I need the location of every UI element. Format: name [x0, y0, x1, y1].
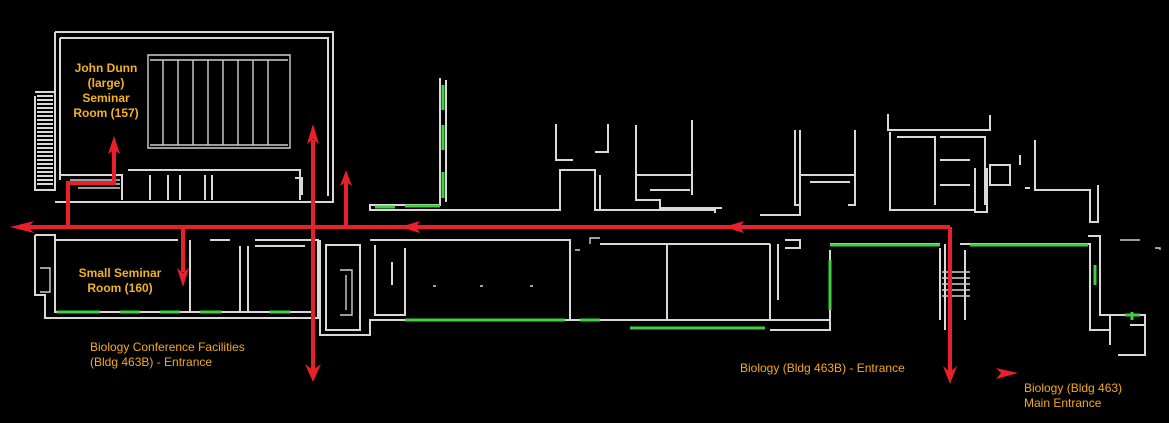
walls-upper-offices — [369, 78, 1099, 223]
label-john-dunn-room: John Dunn (large) Seminar Room (157) — [73, 61, 139, 120]
route-arrow-conference-entrance — [305, 364, 321, 382]
route-arrow-north — [307, 124, 319, 144]
route-arrow-463b-entrance — [943, 366, 957, 384]
glazing-windows — [57, 85, 1140, 330]
label-small-seminar-room: Small Seminar Room (160) — [78, 266, 162, 295]
walls-small-seminar-room — [34, 234, 319, 319]
route-arrow-east — [724, 221, 744, 233]
route-arrow-john-dunn — [108, 136, 120, 154]
walls-john-dunn-room — [34, 31, 334, 203]
route-arrow-spur — [340, 170, 352, 186]
route-arrow-small-seminar — [177, 268, 189, 287]
label-main-entrance: Biology (Bldg 463) Main Entrance — [1024, 381, 1123, 410]
label-bldg-463b-entrance: Biology (Bldg 463B) - Entrance — [740, 361, 905, 375]
route-arrow-west — [10, 221, 34, 233]
route-paths — [10, 124, 1018, 384]
route-arrow-mid — [400, 221, 420, 233]
label-conference-entrance: Biology Conference Facilities (Bldg 463B… — [90, 340, 245, 369]
route-arrow-main-entrance — [996, 368, 1018, 379]
walls-central-block — [319, 235, 1161, 356]
